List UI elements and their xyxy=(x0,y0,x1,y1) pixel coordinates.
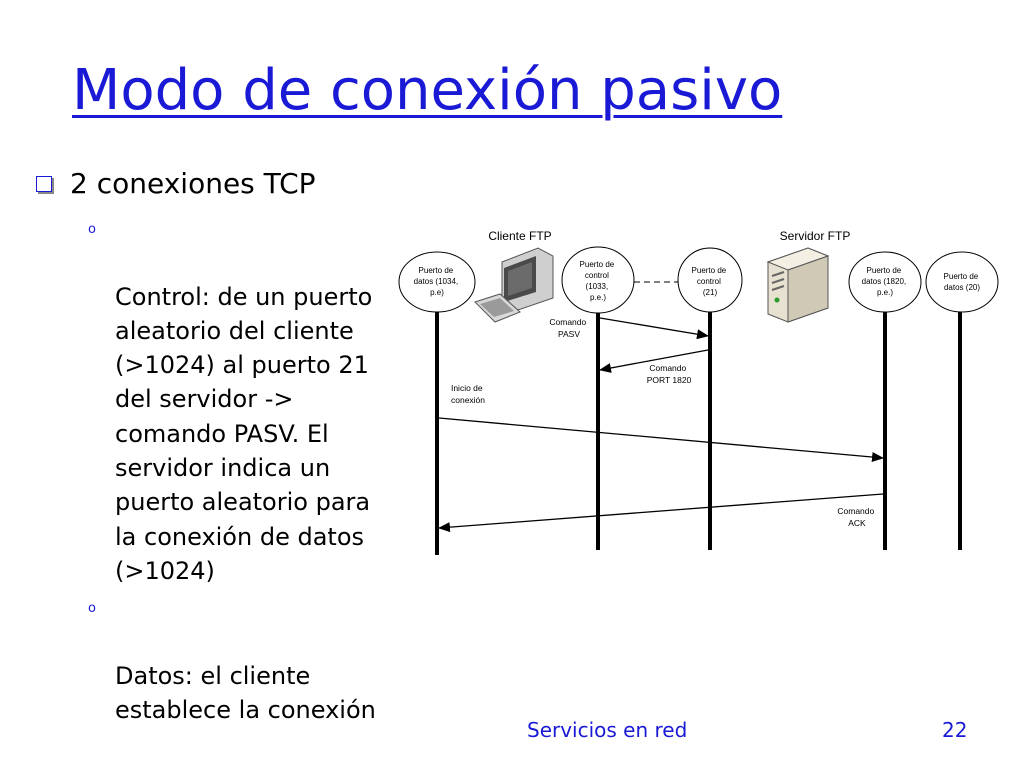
message-label: Comando ACK xyxy=(837,506,876,528)
slide-title: Modo de conexión pasivo xyxy=(72,58,783,123)
circle-bullet-icon: o xyxy=(88,222,96,237)
port-label: Puerto de control (21) xyxy=(692,266,729,297)
arrow-connect xyxy=(438,417,884,462)
port-ellipses xyxy=(398,246,999,314)
bullet-list: 2 conexiones TCP o Control: de un puerto… xyxy=(34,165,404,727)
port-ellipse xyxy=(848,251,922,313)
subbullet-control: o Control: de un puerto aleatorio del cl… xyxy=(34,211,420,588)
message-label: Comando PORT 1820 xyxy=(647,363,692,385)
square-bullet-icon xyxy=(36,176,52,192)
lifelines xyxy=(435,312,962,555)
port-ellipse xyxy=(398,251,476,313)
port-ellipse xyxy=(561,246,635,314)
server-icon xyxy=(766,247,830,323)
server-label: Servidor FTP xyxy=(780,229,851,243)
subbullet-control-text: Control: de un puerto aleatorio del clie… xyxy=(115,282,373,585)
port-ellipse xyxy=(925,251,999,313)
message-label: Comando PASV xyxy=(549,317,588,339)
arrow-ack xyxy=(438,493,884,533)
circle-bullet-icon: o xyxy=(88,601,96,617)
port-label: Puerto de datos (20) xyxy=(944,272,981,292)
arrow-port xyxy=(599,349,709,373)
computer-icon xyxy=(474,247,554,323)
page-number: 22 xyxy=(942,718,968,742)
footer-label: Servicios en red xyxy=(527,718,688,742)
subbullet-datos-text: Datos: el cliente establece la conexión xyxy=(115,661,376,725)
port-label: Puerto de datos (1820, p.e.) xyxy=(862,266,909,297)
port-ellipse xyxy=(677,247,743,313)
port-label: Puerto de control (1033, p.e.) xyxy=(580,260,617,302)
client-label: Cliente FTP xyxy=(488,229,551,243)
subbullet-datos: o Datos: el cliente establece la conexió… xyxy=(34,590,420,727)
bullet-main: 2 conexiones TCP xyxy=(34,165,404,203)
arrow-pasv xyxy=(599,317,709,340)
bullet-main-text: 2 conexiones TCP xyxy=(70,167,316,200)
port-label: Puerto de datos (1034, p.e) xyxy=(414,266,461,297)
message-label: Inicio de conexión xyxy=(451,383,485,405)
